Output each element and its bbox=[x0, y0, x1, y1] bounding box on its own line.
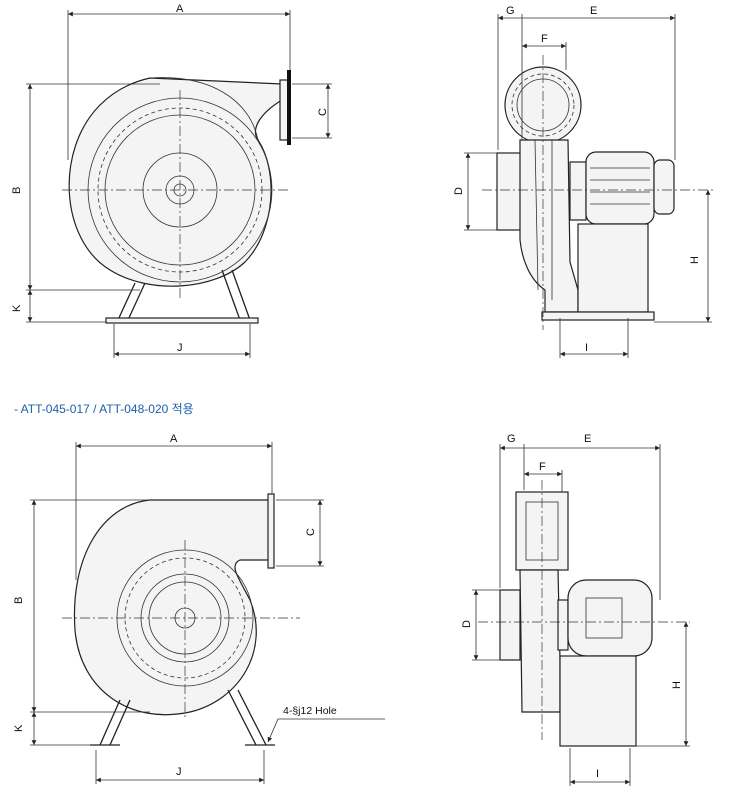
dim-label-j: J bbox=[176, 766, 182, 778]
dim-label-h: H bbox=[671, 681, 683, 689]
model-caption: - ATT-045-017 / ATT-048-020 적용 bbox=[14, 402, 194, 416]
bottom-front-view: A B K C J 4-§j12 Hole bbox=[13, 433, 385, 784]
dim-label-k: K bbox=[11, 304, 23, 312]
dim-label-c: C bbox=[305, 528, 317, 536]
dim-label-f: F bbox=[541, 33, 548, 45]
dim-label-h: H bbox=[689, 256, 701, 264]
top-side-view: G E F D H I bbox=[453, 5, 715, 358]
bottom-side-view: G E F D H I bbox=[461, 433, 690, 786]
dim-label-b: B bbox=[11, 187, 23, 194]
dim-label-i: I bbox=[585, 342, 588, 354]
dim-label-j: J bbox=[177, 342, 183, 354]
mounting-hole-note: 4-§j12 Hole bbox=[283, 705, 337, 717]
dim-label-b: B bbox=[13, 597, 25, 604]
dim-label-k: K bbox=[13, 724, 25, 732]
dim-label-e: E bbox=[584, 433, 591, 445]
dim-label-d: D bbox=[461, 620, 473, 628]
dim-label-d: D bbox=[453, 187, 465, 195]
dim-label-a: A bbox=[170, 433, 178, 445]
dim-label-g: G bbox=[506, 5, 515, 17]
dim-label-f: F bbox=[539, 461, 546, 473]
dim-label-c: C bbox=[317, 108, 329, 116]
dim-label-g: G bbox=[507, 433, 516, 445]
dim-label-a: A bbox=[176, 3, 184, 15]
dim-label-e: E bbox=[590, 5, 597, 17]
top-front-view: A B K C J bbox=[11, 3, 332, 358]
dim-label-i: I bbox=[596, 768, 599, 780]
